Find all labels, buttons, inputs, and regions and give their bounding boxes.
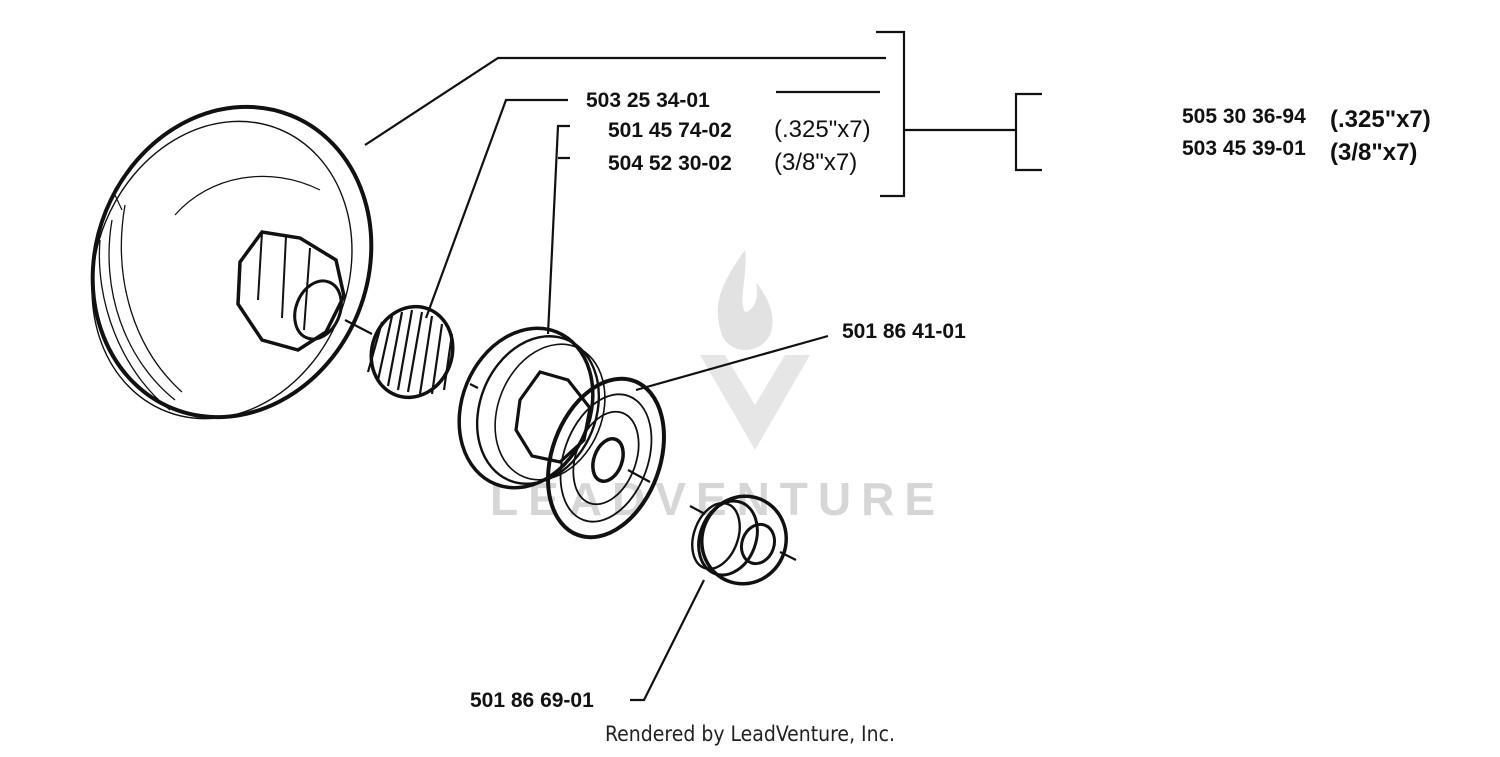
assembly-axis-line — [344, 319, 797, 561]
bracket-left — [876, 30, 906, 198]
label-needle-bearing: 503 25 34-01 — [586, 89, 710, 112]
washer — [546, 376, 666, 540]
label-kit-38: 503 45 39-01 — [1182, 137, 1306, 160]
label-rim-sprocket-38-spec: (3/8"x7) — [774, 149, 857, 176]
clutch-drum — [90, 104, 374, 420]
leader-nut — [630, 579, 705, 702]
label-rim-sprocket-38: 504 52 30-02 — [608, 152, 732, 175]
label-rim-sprocket-325: 501 45 74-02 — [608, 119, 732, 142]
label-kit-325: 505 30 36-94 — [1182, 105, 1306, 128]
credit-footer: Rendered by LeadVenture, Inc. — [605, 722, 895, 746]
leader-drum — [364, 56, 886, 146]
watermark: LEADVENTURE — [490, 250, 935, 525]
leader-lines — [364, 30, 1042, 702]
leader-washer — [635, 334, 829, 392]
label-kit-38-spec: (3/8"x7) — [1330, 139, 1417, 166]
label-nut: 501 86 69-01 — [470, 689, 594, 712]
label-washer: 501 86 41-01 — [842, 320, 966, 343]
leader-rim-sprocket — [546, 124, 570, 335]
needle-bearing — [366, 304, 455, 400]
label-rim-sprocket-325-spec: (.325"x7) — [774, 116, 871, 143]
bracket-right — [1014, 92, 1042, 172]
watermark-v-icon — [700, 355, 810, 450]
rim-sprocket — [457, 326, 606, 490]
watermark-flame-icon — [717, 250, 773, 350]
label-kit-325-spec: (.325"x7) — [1330, 106, 1431, 133]
leader-needle-bearing — [424, 98, 568, 319]
